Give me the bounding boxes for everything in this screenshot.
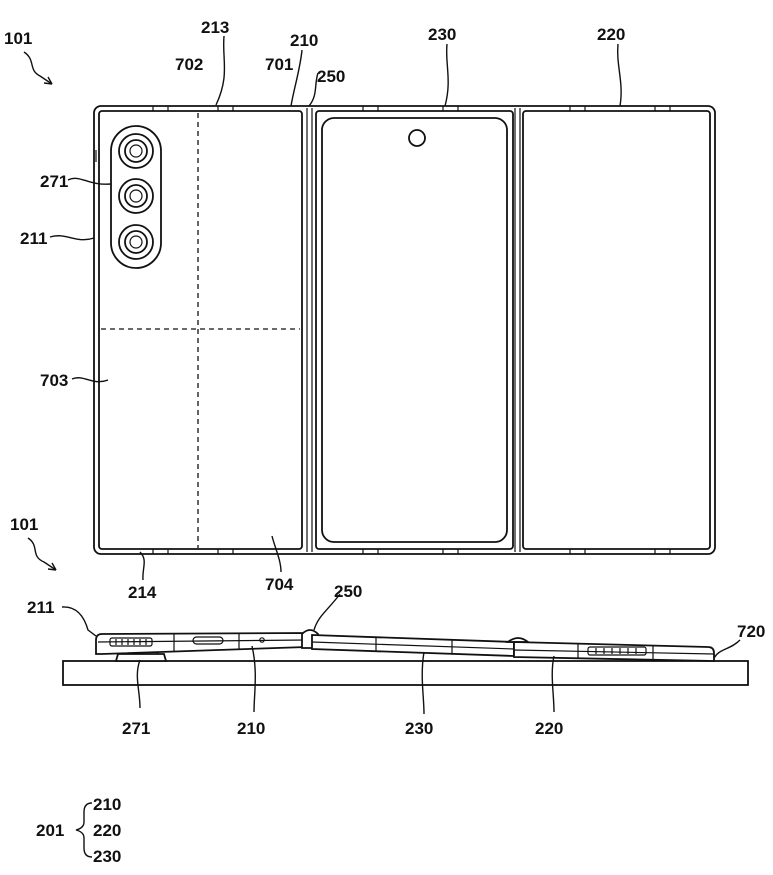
label-220-side: 220 bbox=[535, 719, 563, 738]
label-230-side: 230 bbox=[405, 719, 433, 738]
label-701: 701 bbox=[265, 55, 293, 74]
legend: 201 210 220 230 bbox=[36, 795, 121, 866]
edge-notches-bottom bbox=[152, 549, 671, 554]
label-250-side: 250 bbox=[334, 582, 362, 601]
third-housing-panel bbox=[315, 110, 514, 550]
label-271-top: 271 bbox=[40, 172, 68, 191]
side-leader-lines bbox=[27, 537, 741, 715]
label-230-top: 230 bbox=[428, 25, 456, 44]
top-leader-lines bbox=[23, 35, 622, 581]
legend-item-210: 210 bbox=[93, 795, 121, 814]
label-210-side: 210 bbox=[237, 719, 265, 738]
curly-brace-icon bbox=[75, 802, 93, 858]
camera-bump-icon bbox=[114, 653, 168, 662]
label-220-top: 220 bbox=[597, 25, 625, 44]
label-702: 702 bbox=[175, 55, 203, 74]
support-surface bbox=[62, 660, 749, 686]
front-camera-icon bbox=[408, 129, 426, 147]
display-screen bbox=[321, 117, 508, 543]
usb-port-icon bbox=[192, 636, 224, 645]
label-211-side: 211 bbox=[27, 598, 54, 617]
legend-group-label: 201 bbox=[36, 821, 64, 840]
camera-module-icon bbox=[110, 125, 162, 269]
label-211-top: 211 bbox=[20, 229, 47, 248]
legend-item-230: 230 bbox=[93, 847, 121, 866]
legend-item-220: 220 bbox=[93, 821, 121, 840]
label-720: 720 bbox=[737, 622, 765, 641]
label-210-top: 210 bbox=[290, 31, 318, 50]
label-101-top: 101 bbox=[4, 29, 32, 48]
first-housing-panel bbox=[98, 110, 303, 550]
label-214: 214 bbox=[128, 583, 157, 602]
label-250-top: 250 bbox=[317, 67, 345, 86]
speaker-grille-icon bbox=[109, 637, 153, 647]
second-housing-panel bbox=[522, 110, 711, 550]
top-view: 101 213 210 702 701 250 230 220 271 211 … bbox=[4, 18, 716, 602]
device-outline bbox=[93, 105, 716, 555]
label-213: 213 bbox=[201, 18, 229, 37]
label-101-side: 101 bbox=[10, 515, 38, 534]
label-703: 703 bbox=[40, 371, 68, 390]
label-704: 704 bbox=[265, 575, 294, 594]
side-view: 101 211 250 720 271 210 230 220 bbox=[10, 515, 765, 738]
speaker-grille-right-icon bbox=[587, 646, 647, 656]
edge-notches-top bbox=[152, 106, 671, 111]
label-271-side: 271 bbox=[122, 719, 150, 738]
